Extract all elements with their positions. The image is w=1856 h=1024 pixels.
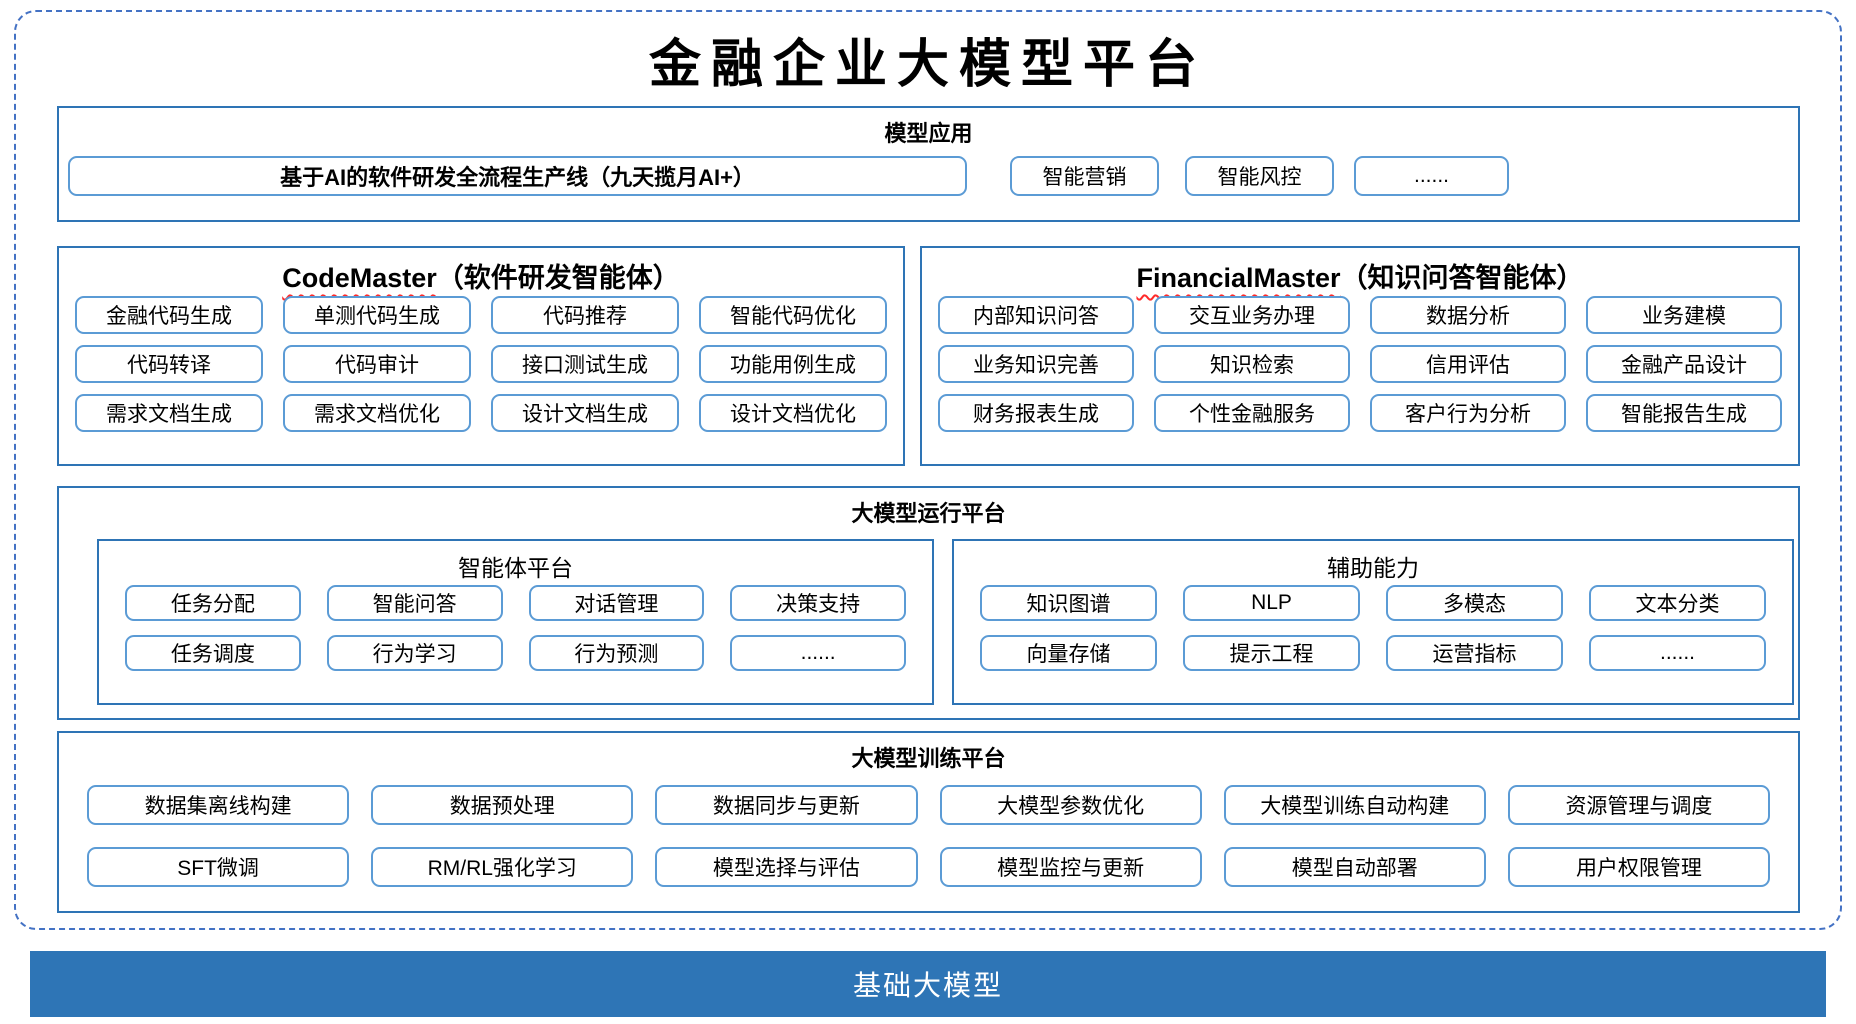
capability-box-ellipsis: ...... bbox=[1589, 635, 1766, 671]
capability-box: 大模型参数优化 bbox=[939, 785, 1202, 825]
app-item-ellipsis: ...... bbox=[1354, 156, 1509, 196]
capability-box: 设计文档生成 bbox=[491, 394, 679, 432]
capability-box: 需求文档优化 bbox=[283, 394, 471, 432]
codemaster-row: 金融代码生成 单测代码生成 代码推荐 智能代码优化 bbox=[75, 296, 887, 334]
training-platform-items: 数据集离线构建 数据预处理 数据同步与更新 大模型参数优化 大模型训练自动构建 … bbox=[87, 785, 1771, 887]
capability-box: 行为预测 bbox=[528, 635, 705, 671]
capability-box: 代码推荐 bbox=[491, 296, 679, 334]
page-title: 金融企业大模型平台 bbox=[648, 34, 1207, 95]
codemaster-row: 需求文档生成 需求文档优化 设计文档生成 设计文档优化 bbox=[75, 394, 887, 432]
capability-box: 客户行为分析 bbox=[1370, 394, 1566, 432]
app-main-item: 基于AI的软件研发全流程生产线（九天揽月AI+） bbox=[68, 156, 967, 196]
capability-box: 向量存储 bbox=[980, 635, 1157, 671]
agent-platform-subsection: 智能体平台 任务分配 智能问答 对话管理 决策支持 任务调度 行为学习 行为预测… bbox=[97, 539, 934, 705]
financialmaster-title-zh: （知识问答智能体） bbox=[1340, 263, 1584, 293]
capability-box: 资源管理与调度 bbox=[1507, 785, 1771, 825]
capability-box-ellipsis: ...... bbox=[730, 635, 906, 671]
agent-platform-header: 智能体平台 bbox=[458, 555, 573, 581]
capability-box: 需求文档生成 bbox=[75, 394, 263, 432]
capability-box: 多模态 bbox=[1386, 585, 1563, 621]
capability-box: 交互业务办理 bbox=[1154, 296, 1350, 334]
financialmaster-row: 业务知识完善 知识检索 信用评估 金融产品设计 bbox=[938, 345, 1782, 383]
capability-box: 代码审计 bbox=[283, 345, 471, 383]
runtime-platform-header: 大模型运行平台 bbox=[851, 501, 1006, 526]
capability-box: 接口测试生成 bbox=[491, 345, 679, 383]
capability-box: 信用评估 bbox=[1370, 345, 1566, 383]
capability-box: 智能问答 bbox=[326, 585, 503, 621]
auxiliary-capability-items: 知识图谱 NLP 多模态 文本分类 向量存储 提示工程 运营指标 ...... bbox=[980, 585, 1766, 671]
capability-box: 单测代码生成 bbox=[283, 296, 471, 334]
financialmaster-section: FinancialMaster（知识问答智能体） 内部知识问答 交互业务办理 数… bbox=[920, 246, 1800, 466]
capability-box: 个性金融服务 bbox=[1154, 394, 1350, 432]
auxiliary-row: 知识图谱 NLP 多模态 文本分类 bbox=[980, 585, 1766, 621]
capability-box: 智能代码优化 bbox=[699, 296, 887, 334]
capability-box: 决策支持 bbox=[730, 585, 906, 621]
capability-box: 行为学习 bbox=[326, 635, 503, 671]
codemaster-title-zh: （软件研发智能体） bbox=[436, 263, 680, 293]
capability-box: 业务建模 bbox=[1586, 296, 1782, 334]
financialmaster-title-en: FinancialMaster bbox=[1136, 263, 1341, 293]
capability-box: 财务报表生成 bbox=[938, 394, 1134, 432]
training-row: 数据集离线构建 数据预处理 数据同步与更新 大模型参数优化 大模型训练自动构建 … bbox=[87, 785, 1771, 825]
capability-box: SFT微调 bbox=[87, 847, 350, 887]
capability-box: 模型选择与评估 bbox=[655, 847, 918, 887]
capability-box: 知识图谱 bbox=[980, 585, 1157, 621]
financialmaster-title: FinancialMaster（知识问答智能体） bbox=[922, 248, 1798, 295]
capability-box: 数据集离线构建 bbox=[87, 785, 350, 825]
foundation-model-label: 基础大模型 bbox=[852, 970, 1003, 1001]
capability-box: 任务分配 bbox=[125, 585, 301, 621]
agent-platform-row: 任务分配 智能问答 对话管理 决策支持 bbox=[125, 585, 906, 621]
capability-box: 金融产品设计 bbox=[1586, 345, 1782, 383]
outer-dashed-frame bbox=[14, 10, 1842, 930]
training-platform-header: 大模型训练平台 bbox=[851, 746, 1006, 771]
capability-box: 数据预处理 bbox=[371, 785, 634, 825]
codemaster-title-en: CodeMaster bbox=[282, 263, 437, 293]
financialmaster-items: 内部知识问答 交互业务办理 数据分析 业务建模 业务知识完善 知识检索 信用评估… bbox=[938, 296, 1782, 432]
capability-box: 运营指标 bbox=[1386, 635, 1563, 671]
capability-box: 金融代码生成 bbox=[75, 296, 263, 334]
financialmaster-row: 内部知识问答 交互业务办理 数据分析 业务建模 bbox=[938, 296, 1782, 334]
codemaster-items: 金融代码生成 单测代码生成 代码推荐 智能代码优化 代码转译 代码审计 接口测试… bbox=[75, 296, 887, 432]
capability-box: RM/RL强化学习 bbox=[371, 847, 634, 887]
training-platform-section: 大模型训练平台 数据集离线构建 数据预处理 数据同步与更新 大模型参数优化 大模… bbox=[57, 731, 1800, 913]
app-item: 智能营销 bbox=[1010, 156, 1159, 196]
model-application-section: 模型应用 基于AI的软件研发全流程生产线（九天揽月AI+） 智能营销 智能风控 … bbox=[57, 106, 1800, 222]
foundation-model-bar: 基础大模型 bbox=[30, 951, 1826, 1017]
capability-box: 知识检索 bbox=[1154, 345, 1350, 383]
capability-box: 数据分析 bbox=[1370, 296, 1566, 334]
agent-platform-row: 任务调度 行为学习 行为预测 ...... bbox=[125, 635, 906, 671]
capability-box: 用户权限管理 bbox=[1507, 847, 1771, 887]
codemaster-section: CodeMaster（软件研发智能体） 金融代码生成 单测代码生成 代码推荐 智… bbox=[57, 246, 905, 466]
capability-box: 功能用例生成 bbox=[699, 345, 887, 383]
capability-box: 业务知识完善 bbox=[938, 345, 1134, 383]
app-item: 智能风控 bbox=[1185, 156, 1334, 196]
capability-box: 文本分类 bbox=[1589, 585, 1766, 621]
runtime-platform-section: 大模型运行平台 智能体平台 任务分配 智能问答 对话管理 决策支持 任务调度 行… bbox=[57, 486, 1800, 720]
capability-box: 模型自动部署 bbox=[1223, 847, 1486, 887]
financialmaster-row: 财务报表生成 个性金融服务 客户行为分析 智能报告生成 bbox=[938, 394, 1782, 432]
auxiliary-capability-header: 辅助能力 bbox=[1327, 555, 1419, 581]
auxiliary-capability-subsection: 辅助能力 知识图谱 NLP 多模态 文本分类 向量存储 提示工程 运营指标 ..… bbox=[952, 539, 1794, 705]
capability-box: 设计文档优化 bbox=[699, 394, 887, 432]
capability-box: NLP bbox=[1183, 585, 1360, 621]
capability-box: 代码转译 bbox=[75, 345, 263, 383]
capability-box: 任务调度 bbox=[125, 635, 301, 671]
capability-box: 大模型训练自动构建 bbox=[1223, 785, 1486, 825]
auxiliary-row: 向量存储 提示工程 运营指标 ...... bbox=[980, 635, 1766, 671]
agent-platform-items: 任务分配 智能问答 对话管理 决策支持 任务调度 行为学习 行为预测 .....… bbox=[125, 585, 906, 671]
training-row: SFT微调 RM/RL强化学习 模型选择与评估 模型监控与更新 模型自动部署 用… bbox=[87, 847, 1771, 887]
codemaster-title: CodeMaster（软件研发智能体） bbox=[59, 248, 903, 295]
capability-box: 提示工程 bbox=[1183, 635, 1360, 671]
capability-box: 对话管理 bbox=[528, 585, 705, 621]
capability-box: 内部知识问答 bbox=[938, 296, 1134, 334]
capability-box: 智能报告生成 bbox=[1586, 394, 1782, 432]
capability-box: 模型监控与更新 bbox=[939, 847, 1202, 887]
codemaster-row: 代码转译 代码审计 接口测试生成 功能用例生成 bbox=[75, 345, 887, 383]
capability-box: 数据同步与更新 bbox=[655, 785, 918, 825]
model-application-header: 模型应用 bbox=[884, 121, 973, 146]
